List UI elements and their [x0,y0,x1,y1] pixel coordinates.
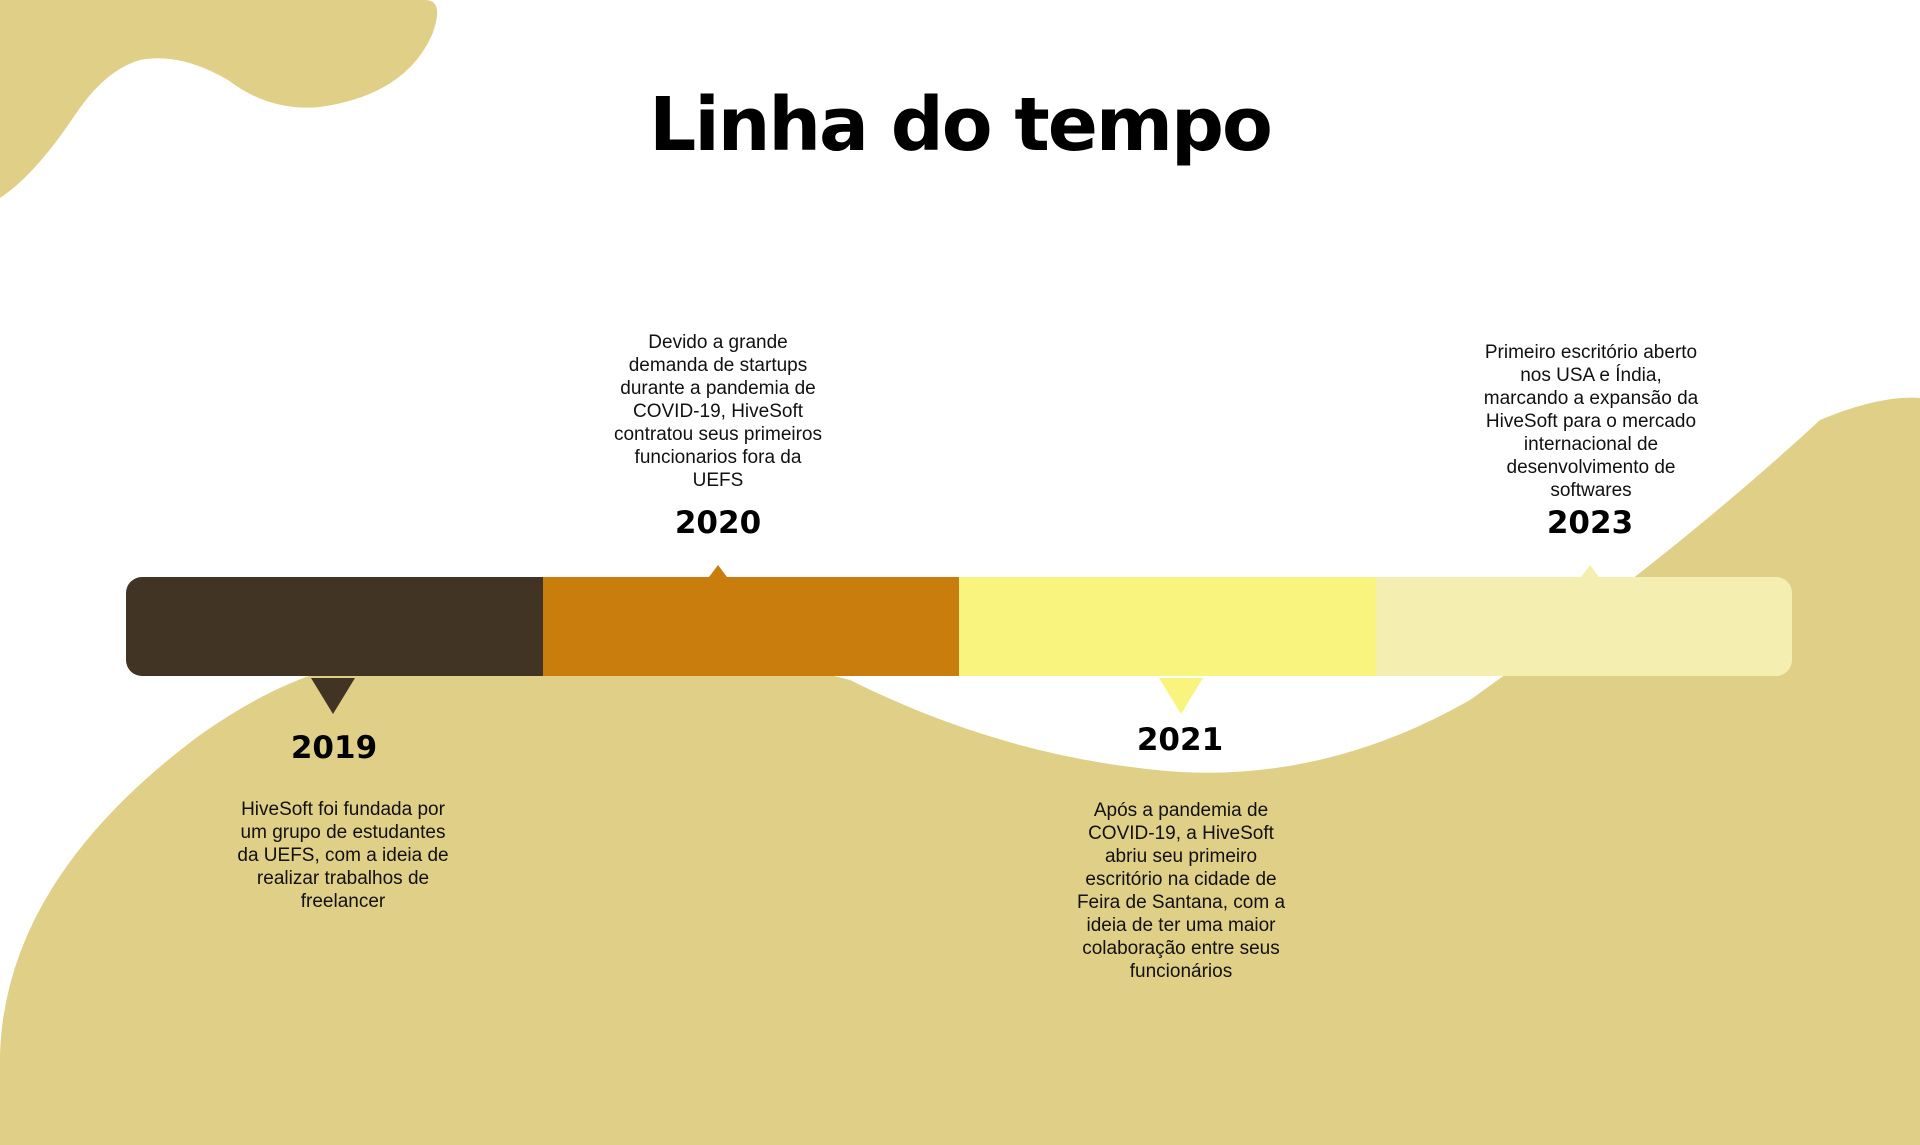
timeline-segment-2019 [126,577,543,676]
event-description-2023: Primeiro escritório aberto nos USA e Índ… [1483,342,1699,501]
marker-2023 [1581,565,1599,577]
timeline-bar [126,577,1792,676]
event-description-2020: Devido a grande demanda de startups dura… [613,332,823,491]
event-year-2020: 2020 [674,505,762,541]
bottom-wave-blob [0,397,1920,1145]
top-left-blob [0,0,438,198]
page-title: Linha do tempo [649,82,1273,168]
event-description-2021: Após a pandemia de COVID-19, a HiveSoft … [1076,800,1286,982]
marker-2021 [1159,678,1203,714]
event-year-2021: 2021 [1136,722,1224,758]
marker-2019 [311,678,355,714]
event-year-2019: 2019 [290,730,378,766]
timeline-segment-2023 [1375,577,1792,676]
event-description-2019: HiveSoft foi fundada por um grupo de est… [237,799,449,912]
timeline-segment-2021 [959,577,1376,676]
marker-2020 [709,565,727,577]
timeline-segment-2020 [542,577,959,676]
event-year-2023: 2023 [1546,505,1634,541]
